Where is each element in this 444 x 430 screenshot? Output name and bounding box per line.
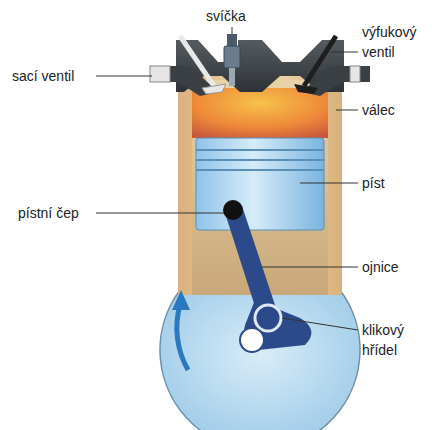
- leader-line: [336, 110, 358, 111]
- part-label: klikový hřídel: [362, 320, 440, 360]
- rotation-arrowhead: [172, 290, 190, 310]
- crank-pin: [255, 305, 281, 331]
- crankshaft-axis: [240, 328, 264, 352]
- leader-line: [282, 318, 358, 330]
- piston-pin: [223, 200, 243, 220]
- exhaust-valve-head: [294, 84, 318, 94]
- part-label: píst: [362, 173, 385, 193]
- spark-plug-tip: [229, 68, 235, 86]
- crankcase: [160, 290, 360, 430]
- intake-valve-stem: [180, 36, 214, 86]
- piston-ring: [196, 169, 324, 171]
- leader-line: [262, 267, 358, 268]
- spark-plug-body: [224, 46, 240, 68]
- part-label: sací ventil: [12, 66, 74, 86]
- piston-ring: [196, 159, 324, 161]
- exhaust-pipe: [350, 66, 360, 82]
- leader-line: [330, 52, 358, 53]
- combustion-chamber: [192, 88, 328, 138]
- leader-line: [96, 213, 224, 214]
- leader-line: [232, 27, 233, 34]
- rotation-arrow: [177, 305, 188, 370]
- spark-plug-top: [227, 34, 237, 46]
- part-label: výfukový ventil: [362, 22, 440, 62]
- part-label: pístní čep: [18, 203, 79, 223]
- piston-ring: [196, 149, 324, 151]
- part-label: ojnice: [362, 257, 399, 277]
- intake-pipe: [150, 66, 170, 82]
- intake-valve-head: [202, 84, 226, 94]
- leader-lines: [96, 27, 358, 330]
- exhaust-valve-stem: [304, 36, 336, 86]
- leader-line: [96, 76, 152, 77]
- piston: [196, 138, 324, 230]
- part-label: svíčka: [206, 6, 246, 26]
- part-label: válec: [362, 100, 395, 120]
- leader-line: [300, 183, 358, 184]
